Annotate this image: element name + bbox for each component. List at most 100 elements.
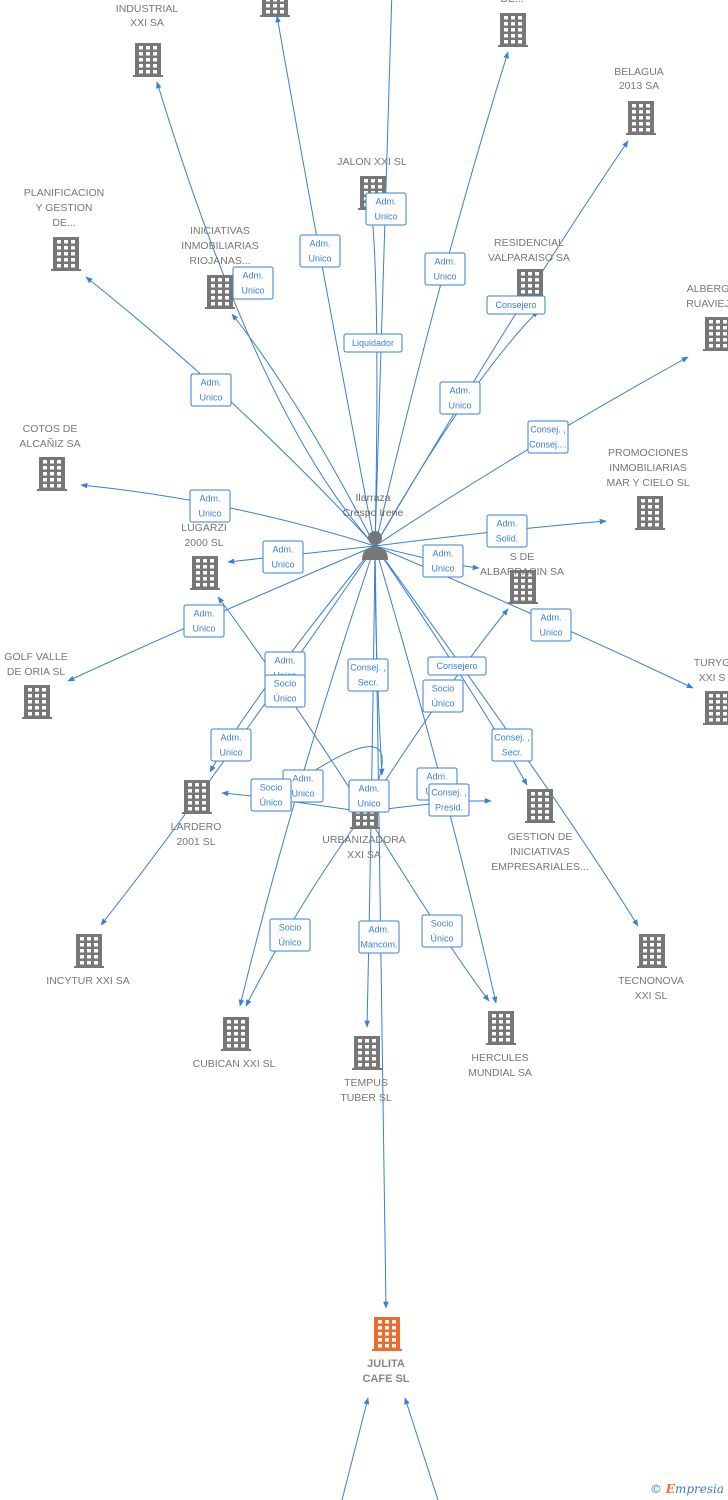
building-icon-iniciativas_riojanas[interactable] (205, 275, 235, 309)
company-name-tecnonova[interactable]: TECNONOVA (618, 975, 684, 987)
edge-label-urbanizadora-to-albarracin[interactable]: Consejero (427, 656, 487, 676)
company-name-belagua[interactable]: 2013 SA (619, 80, 659, 92)
company-name-valparaiso[interactable]: VALPARAISO (115, 0, 180, 1)
company-name-albergue[interactable]: RUAVIEJ (686, 298, 728, 310)
company-name-julita[interactable]: JULITA (367, 1358, 405, 1370)
company-name-cubican[interactable]: CUBICAN XXI SL (193, 1058, 276, 1070)
edge-label-person-to-lardero[interactable]: Adm.Unico (210, 728, 252, 762)
company-name-jalon[interactable]: JALON XXI SL (337, 156, 407, 168)
company-name-albarracin[interactable]: S DE (510, 551, 535, 563)
edge-label-person-to-jalon[interactable]: Adm.Unico (365, 192, 407, 226)
building-icon-julita[interactable] (372, 1317, 402, 1351)
company-name-iniciativas_riojanas[interactable]: RIOJANAS... (189, 255, 250, 267)
building-icon-promociones[interactable] (635, 496, 665, 530)
company-name-gestion[interactable]: INICIATIVAS (510, 846, 570, 858)
building-icon-lugarzi[interactable] (190, 556, 220, 590)
company-name-residencial[interactable]: VALPARAISO SA (488, 252, 570, 264)
company-name-promociones[interactable]: PROMOCIONES (608, 447, 688, 459)
building-icon-cotos[interactable] (37, 457, 67, 491)
company-name-promociones[interactable]: INMOBILIARIAS (609, 462, 687, 474)
company-name-belagua[interactable]: BELAGUA (614, 66, 664, 78)
company-name-julita[interactable]: CAFE SL (362, 1373, 409, 1385)
company-name-hercules[interactable]: MUNDIAL SA (468, 1067, 532, 1079)
company-name-gestion[interactable]: EMPRESARIALES... (491, 861, 588, 873)
building-icon-tempus[interactable] (352, 1036, 382, 1070)
building-icon-belagua[interactable] (626, 101, 656, 135)
building-icon-golf[interactable] (22, 685, 52, 719)
company-name-iniciativas_riojanas[interactable]: INMOBILIARIAS (181, 240, 259, 252)
company-name-top_right[interactable]: DE... (500, 0, 523, 5)
building-icon-tecnonova[interactable] (637, 934, 667, 968)
company-name-cotos[interactable]: ALCAÑIZ SA (19, 437, 80, 450)
edge-label-person-to-tecnonova[interactable]: Consej. ,Secr. (491, 728, 533, 762)
edge-label-person-to-iniciativas_riojanas[interactable]: Adm.Unico (232, 266, 274, 300)
company-name-urbanizadora[interactable]: URBANIZADORA (322, 834, 405, 846)
company-name-residencial[interactable]: RESIDENCIAL (494, 237, 564, 249)
company-name-hercules[interactable]: HERCULES (471, 1052, 528, 1064)
person-icon[interactable] (362, 531, 388, 560)
building-icon-albarracin[interactable] (508, 570, 538, 604)
edge-label-person-to-julita[interactable]: Adm.Unico (348, 779, 390, 813)
building-icon-planificacion[interactable] (51, 237, 81, 271)
edge-label-person-to-albergue[interactable]: Consej. ,Consej.... (527, 420, 569, 454)
edge-label-person-to-urbanizadora[interactable]: Consej. ,Secr. (347, 658, 389, 692)
company-name-tecnonova[interactable]: XXI SL (635, 990, 668, 1002)
company-name-albergue[interactable]: ALBERG (687, 283, 728, 295)
edge-label-person-to-top_right[interactable]: Adm.Unico (424, 252, 466, 286)
building-icon-gestion[interactable] (525, 789, 555, 823)
edge-label-person-to-top_center[interactable]: Liquidador (343, 333, 403, 353)
building-icon-albergue[interactable] (703, 317, 728, 351)
company-name-planificacion[interactable]: DE... (52, 217, 75, 229)
company-name-promociones[interactable]: MAR Y CIELO SL (606, 477, 689, 489)
edge-label-person-to-cubican[interactable]: Adm.Unico (282, 769, 324, 803)
company-name-lardero[interactable]: 2001 SL (176, 836, 215, 848)
edge-label-person-to-turyg[interactable]: Adm.Unico (530, 608, 572, 642)
company-name-turyg[interactable]: TURYG (694, 657, 728, 669)
edge-label-person-to-top_center[interactable]: Adm.Unico (299, 234, 341, 268)
edge-label-person-to-residencial[interactable]: Adm.Unico (439, 381, 481, 415)
company-name-iniciativas_riojanas[interactable]: INICIATIVAS (190, 225, 250, 237)
edge-label-person-to-promociones[interactable]: Adm.Solid. (486, 514, 528, 548)
edge-label-urbanizadora-to-gestion[interactable]: Consej. ,Presid. (428, 783, 470, 817)
building-icon-hercules[interactable] (486, 1011, 516, 1045)
edge-person-to-albergue (374, 356, 689, 547)
building-icon-lardero[interactable] (182, 780, 212, 814)
edge-label-person-to-golf[interactable]: Adm.Unico (183, 604, 225, 638)
company-name-lardero[interactable]: LARDERO (171, 821, 222, 833)
company-name-albarracin[interactable]: ALBARRACIN SA (480, 566, 564, 578)
edge-label-person-to-tempus[interactable]: Adm.Mancom. (358, 920, 400, 954)
company-name-golf[interactable]: DE ORIA SL (7, 666, 66, 678)
company-name-lugarzi[interactable]: LUGARZI (181, 522, 227, 534)
company-name-tempus[interactable]: TEMPUS (344, 1077, 388, 1089)
edge-label-text: Mancom. (360, 940, 397, 950)
edge-label-person-to-planificacion[interactable]: Adm.Unico (190, 373, 232, 407)
company-name-valparaiso[interactable]: XXI SA (130, 17, 164, 29)
company-name-golf[interactable]: GOLF VALLE (4, 651, 67, 663)
company-name-tempus[interactable]: TUBER SL (340, 1092, 392, 1104)
building-icon-top_center[interactable] (260, 0, 290, 17)
company-name-valparaiso[interactable]: INDUSTRIAL (116, 3, 179, 15)
company-name-cotos[interactable]: COTOS DE (23, 423, 78, 435)
edge-label-person-to-albarracin[interactable]: Adm.Unico (422, 544, 464, 578)
building-icon-cubican[interactable] (221, 1017, 251, 1051)
building-icon-incytur[interactable] (74, 934, 104, 968)
company-name-planificacion[interactable]: Y GESTION (36, 202, 93, 214)
company-name-gestion[interactable]: GESTION DE (508, 831, 573, 843)
building-icon-turyg[interactable] (703, 691, 728, 725)
edge-label-person-to-lugarzi[interactable]: Adm.Unico (262, 540, 304, 574)
company-name-lugarzi[interactable]: 2000 SL (184, 537, 223, 549)
company-name-turyg[interactable]: XXI S (699, 672, 726, 684)
company-name-incytur[interactable]: INCYTUR XXI SA (46, 975, 129, 987)
edge-label-person-to-cotos[interactable]: Adm.Unico (189, 489, 231, 523)
building-icon-top_right[interactable] (498, 13, 528, 47)
building-icon-valparaiso[interactable] (133, 43, 163, 77)
company-name-planificacion[interactable]: PLANIFICACION (24, 187, 105, 199)
company-name-urbanizadora[interactable]: XXI SA (347, 849, 381, 861)
edge-label-person-to-belagua[interactable]: Consejero (486, 295, 546, 315)
